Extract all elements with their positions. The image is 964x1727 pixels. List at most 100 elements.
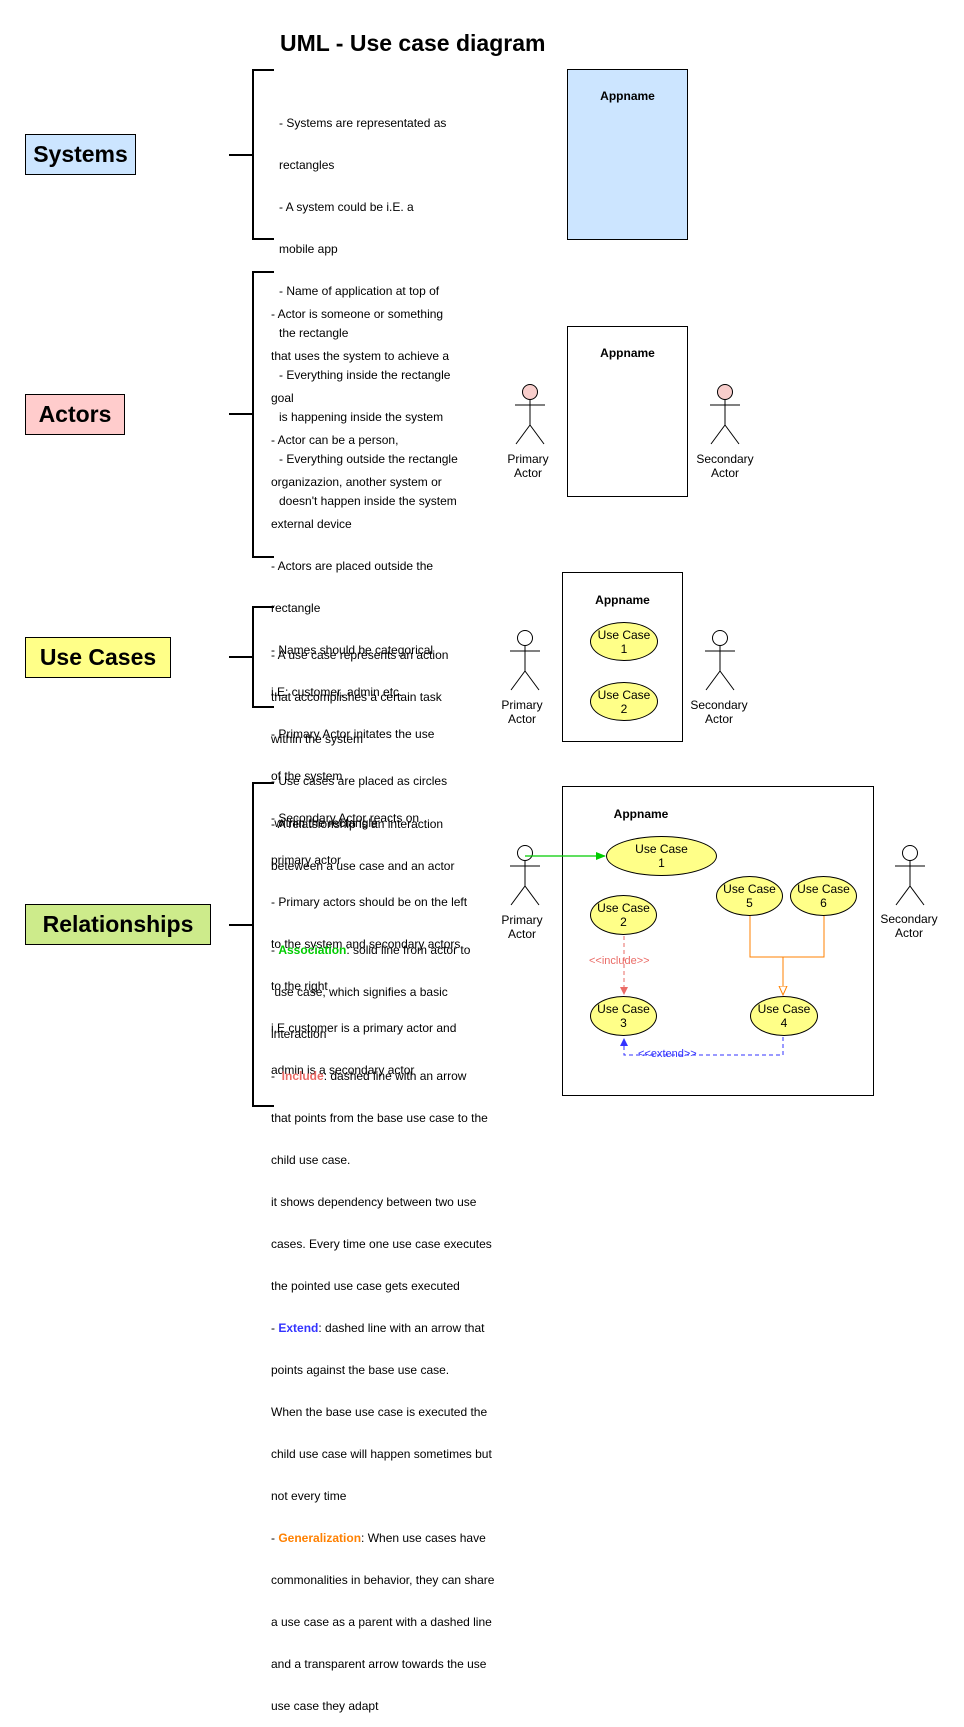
text-line: use case they adapt — [271, 1699, 379, 1713]
section-label-systems: Systems — [25, 134, 136, 175]
text-line: external device — [271, 517, 352, 531]
text-line: - Primary Actor initates the use — [271, 727, 435, 741]
text-line: goal — [271, 391, 294, 405]
text-line: i.E: customer, admin etc. — [271, 685, 403, 699]
system-box: Appname — [567, 69, 688, 240]
text-line: - Generalization: When use cases have — [271, 1531, 494, 1545]
text-line: - Systems are representated as — [279, 116, 447, 130]
include-term: Include — [281, 1069, 324, 1083]
text-span: : dashed line with an arrow that — [318, 1321, 485, 1335]
primary-actor-label: Primary Actor — [501, 913, 543, 941]
prefix: - — [271, 1531, 279, 1545]
use-case-3: Use Case 3 — [590, 996, 657, 1036]
text-line: - Actor is someone or something — [271, 307, 444, 321]
text-line: is happening inside the system — [279, 410, 444, 424]
text-line: it shows dependency between two use — [271, 1195, 477, 1209]
text-line: - A relatsionship is an interaction — [271, 817, 444, 831]
primary-actor-figure — [515, 384, 545, 445]
text-line: - Use cases are placed as circles — [271, 774, 448, 788]
prefix: - — [271, 1069, 282, 1083]
text-line: rectangles — [279, 158, 335, 172]
blank-line — [271, 901, 494, 915]
text-line: rectangle — [271, 601, 321, 615]
text-line: that points from the base use case to th… — [271, 1111, 488, 1125]
secondary-actor-figure — [895, 845, 925, 906]
text-line: i.E customer is a primary actor and — [271, 1021, 457, 1035]
secondary-actor-figure — [710, 384, 740, 445]
text-line: When the base use case is executed the — [271, 1405, 488, 1419]
section-label-relationships: Relationships — [25, 904, 211, 945]
text-line: - Actors are placed outside the — [271, 559, 434, 573]
use-case-2: Use Case 2 — [590, 682, 658, 721]
systems-description: - Systems are representated as rectangle… — [279, 88, 458, 522]
text-line: of the system — [271, 769, 343, 783]
use-case-4: Use Case 4 — [750, 996, 818, 1036]
use-case-2: Use Case 2 — [590, 895, 657, 935]
secondary-actor-label: Secondary Actor — [690, 698, 748, 726]
bracket-relationships — [229, 782, 274, 1107]
primary-actor-label: Primary Actor — [507, 452, 549, 480]
system-name: Appname — [600, 89, 655, 103]
text-line: a use case as a parent with a dashed lin… — [271, 1615, 492, 1629]
text-line: - Names should be categorical — [271, 643, 434, 657]
actors-description: - Actor is someone or something that use… — [271, 279, 467, 1091]
bracket-actors — [229, 271, 274, 558]
text-line: child use case. — [271, 1153, 351, 1167]
text-line: - A use case represents an action — [271, 648, 449, 662]
text-line: that accomplishes a certain task — [271, 690, 442, 704]
text-line: cases. Every time one use case executes — [271, 1237, 492, 1251]
text-line: beteween a use case and an actor — [271, 859, 455, 873]
use-cases-description: - A use case represents an action that a… — [271, 620, 448, 844]
system-name: Appname — [595, 593, 650, 607]
text-line: organizazion, another system or — [271, 475, 442, 489]
system-box: Appname — [562, 786, 874, 1096]
extend-label: <<extend>> — [638, 1048, 697, 1060]
primary-actor-figure — [510, 845, 540, 906]
text-line: to the right — [271, 979, 328, 993]
use-case-5: Use Case 5 — [716, 876, 783, 916]
text-line: - Primary actors should be on the left — [271, 895, 468, 909]
text-line: - A system could be i.E. a — [279, 200, 414, 214]
primary-actor-figure — [510, 630, 540, 691]
text-line: mobile app — [279, 242, 338, 256]
text-line: - Everything inside the rectangle — [279, 368, 451, 382]
text-line: within the rectangle — [271, 816, 378, 830]
include-label: <<include>> — [589, 955, 650, 967]
relationships-description: - A relatsionship is an interaction bete… — [271, 789, 494, 1727]
secondary-actor-label: Secondary Actor — [696, 452, 754, 480]
primary-actor-label: Primary Actor — [501, 698, 543, 726]
text-line: - Extend: dashed line with an arrow that — [271, 1321, 494, 1335]
text-line: admin is a secondary actor — [271, 1063, 415, 1077]
text-line: not every time — [271, 1489, 347, 1503]
text-line: - Include: dashed line with an arrow — [271, 1069, 494, 1083]
text-line: and a transparent arrow towards the use — [271, 1657, 487, 1671]
text-line: - Everything outside the rectangle — [279, 452, 458, 466]
text-line: commonalities in behavior, they can shar… — [271, 1573, 495, 1587]
system-name: Appname — [600, 346, 655, 360]
text-line: use case, which signifies a basic — [271, 985, 448, 999]
use-case-1: Use Case 1 — [590, 622, 658, 661]
use-case-6: Use Case 6 — [790, 876, 857, 916]
generalization-term: Generalization — [278, 1531, 362, 1545]
text-line: interaction — [271, 1027, 327, 1041]
bracket-use-cases — [229, 606, 274, 708]
text-line: - Association: solid line from actor to — [271, 943, 494, 957]
text-span: : When use cases have — [361, 1531, 486, 1545]
text-span: : dashed line with an arrow — [323, 1069, 467, 1083]
text-line: child use case will happen sometimes but — [271, 1447, 492, 1461]
text-line: the rectangle — [279, 326, 349, 340]
use-case-1: Use Case 1 — [606, 836, 717, 876]
section-label-use-cases: Use Cases — [25, 637, 171, 678]
text-span: : solid line from actor to — [346, 943, 471, 957]
prefix: - — [271, 1321, 279, 1335]
text-line: - Actor can be a person, — [271, 433, 399, 447]
text-line: - Secondary Actor reacts on — [271, 811, 420, 825]
text-line: within the system — [271, 732, 364, 746]
extend-term: Extend — [278, 1321, 319, 1335]
section-label-actors: Actors — [25, 394, 125, 435]
text-line: doesn't happen inside the system — [279, 494, 457, 508]
text-line: points against the base use case. — [271, 1363, 450, 1377]
association-term: Association — [278, 943, 347, 957]
system-box: Appname — [567, 326, 688, 497]
text-line: - Name of application at top of — [279, 284, 440, 298]
